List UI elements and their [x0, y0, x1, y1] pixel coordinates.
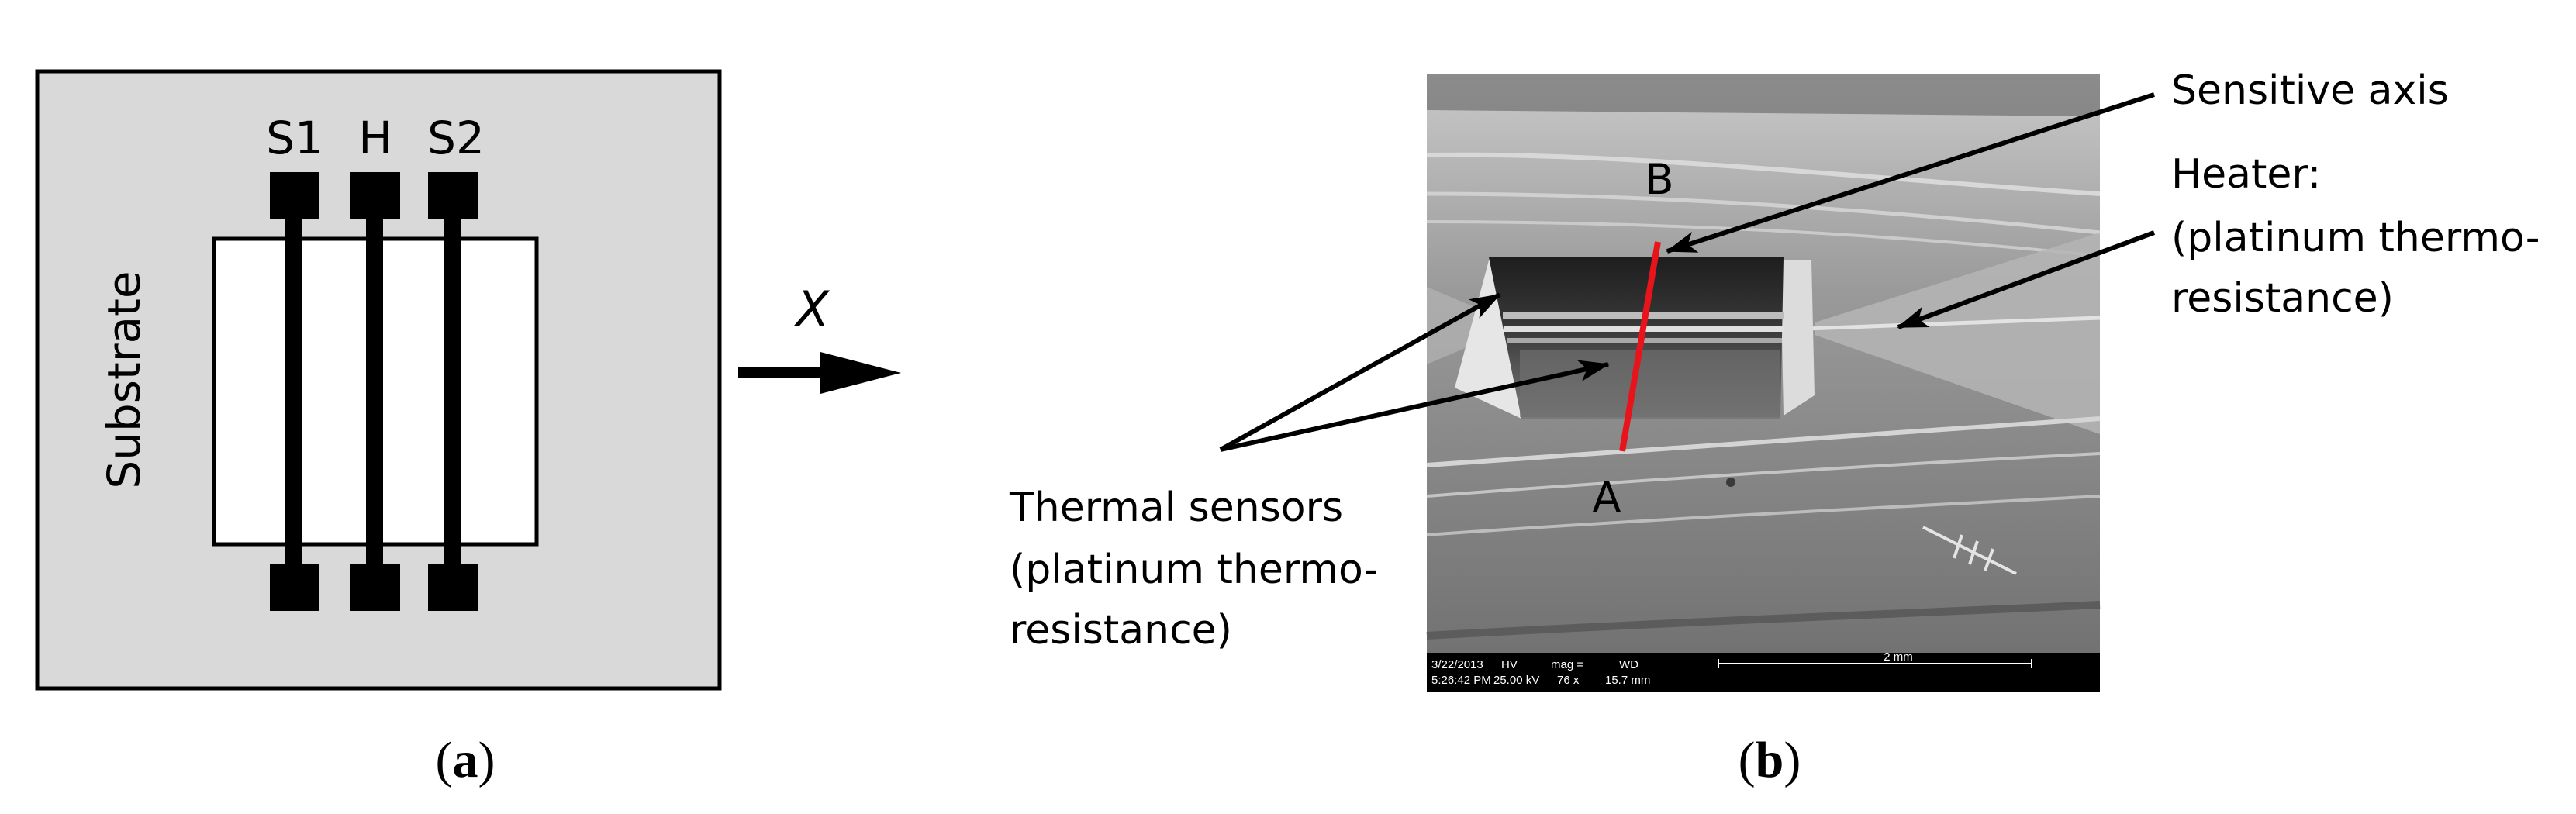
sensitive-axis-line [1619, 241, 1661, 452]
sem-image: 3/22/2013 5:26:42 PM HV 25.00 kV mag = 7… [1426, 74, 2101, 692]
sem-scale-bar-label: 2 mm [1884, 650, 1913, 664]
x-axis-arrow [738, 352, 901, 394]
heater-arrow [1897, 230, 2156, 329]
x-axis-arrow-shaft [738, 367, 824, 378]
thermal-sensors-label-line-1: Thermal sensors [1009, 485, 1343, 531]
sem-wd-value: 15.7 mm [1605, 674, 1650, 687]
sem-track-lower-3 [1426, 495, 2101, 536]
sem-mag-value: 76 x [1557, 674, 1580, 687]
electrode-s1 [270, 172, 319, 611]
panel-a-schematic: Substrate S1 H S2 X (a) [35, 69, 901, 788]
heater-label-line-1: Heater: [2171, 151, 2321, 198]
sem-cavity-wall-right [1780, 260, 1815, 416]
electrode-label-s2: S2 [427, 112, 485, 164]
electrode-h-top-pad [350, 172, 400, 219]
point-b-label: B [1645, 155, 1673, 204]
panel-a-caption: (a) [436, 732, 496, 788]
electrode-s2-trace [444, 219, 461, 564]
x-axis-arrow-head [820, 352, 901, 394]
sem-heater-line [1806, 316, 2101, 331]
sem-heater-taper [1815, 233, 2100, 434]
sem-fiducial-mark [1922, 526, 2017, 575]
sem-date: 3/22/2013 [1431, 658, 1483, 671]
sem-mag-label: mag = [1551, 658, 1583, 671]
panel-b-sem-micrograph: 3/22/2013 5:26:42 PM HV 25.00 kV mag = 7… [1009, 67, 2540, 788]
electrode-s1-top-pad [270, 172, 319, 219]
sem-hv-value: 25.00 kV [1493, 674, 1539, 687]
sensor-arrow-upper [1219, 292, 1501, 452]
sem-track-upper-2 [1426, 191, 2101, 235]
sensitive-axis-label: Sensitive axis [2171, 67, 2449, 114]
heater-label: Heater: (platinum thermo- resistance) [2171, 151, 2540, 322]
sensor-arrow-lower [1220, 360, 1610, 452]
sem-left-taper [1427, 287, 1489, 364]
sensitive-axis-arrow [1666, 92, 2155, 254]
electrode-s2-bottom-pad [428, 564, 478, 611]
sem-membrane-bridge-3 [1507, 338, 1782, 343]
substrate-label: Substrate [98, 271, 150, 488]
sem-top-band [1427, 74, 2100, 116]
electrode-label-h: H [358, 112, 392, 164]
electrode-label-s1: S1 [266, 112, 323, 164]
x-axis-label: X [794, 281, 830, 337]
electrode-s1-trace [285, 219, 302, 564]
thermal-sensors-label-line-2: (platinum thermo- [1010, 547, 1379, 593]
heater-label-line-3: resistance) [2171, 275, 2394, 322]
thermal-sensors-label-line-3: resistance) [1010, 607, 1232, 654]
electrode-h-bottom-pad [350, 564, 400, 611]
sem-cavity-floor [1520, 350, 1780, 417]
sem-info-bar [1427, 653, 2100, 692]
sem-chip-edge [1426, 601, 2101, 640]
sem-particle [1726, 478, 1735, 487]
electrode-s2-top-pad [428, 172, 478, 219]
sem-track-lower-1 [1426, 416, 2101, 467]
sem-track-upper-3 [1426, 220, 2101, 257]
sem-time: 5:26:42 PM [1431, 674, 1491, 687]
sem-wd-label: WD [1619, 658, 1638, 671]
sem-info-bar-text: 3/22/2013 5:26:42 PM HV 25.00 kV mag = 7… [1431, 650, 2032, 687]
electrode-h [350, 172, 400, 611]
sem-track-lower-2 [1426, 452, 2101, 498]
sem-track-upper-1 [1426, 152, 2101, 196]
point-a-label: A [1593, 473, 1621, 522]
electrode-s1-bottom-pad [270, 564, 319, 611]
panel-b-caption: (b) [1739, 732, 1801, 788]
heater-label-line-2: (platinum thermo- [2171, 215, 2540, 261]
thermal-sensors-label: Thermal sensors (platinum thermo- resist… [1009, 485, 1379, 654]
electrode-s2 [428, 172, 478, 611]
sem-hv-label: HV [1501, 658, 1518, 671]
electrode-h-trace [366, 219, 383, 564]
